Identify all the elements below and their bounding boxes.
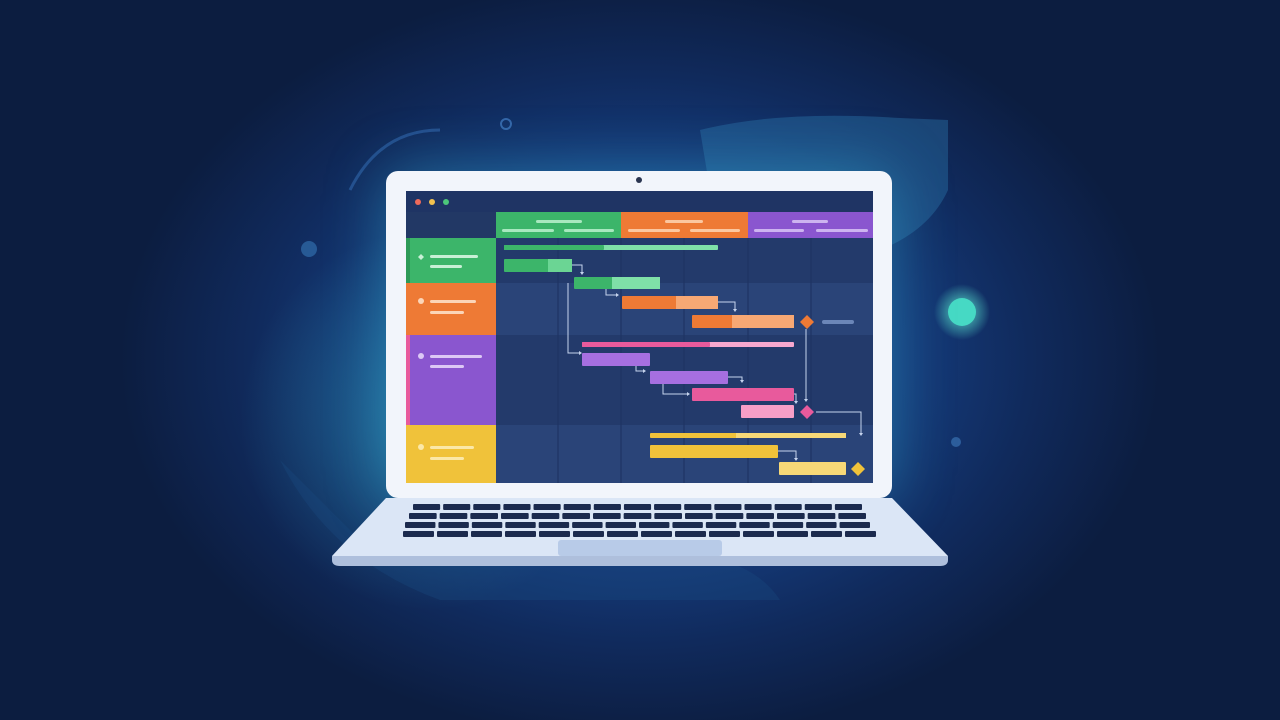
task-bar-purple-1 [582, 353, 650, 366]
laptop-screen [406, 191, 873, 483]
diamond-milestone-icon [418, 254, 424, 260]
task-bar-yellow-2 [779, 462, 846, 475]
task-bar-pink-1 [692, 388, 794, 401]
small-dot-1 [500, 118, 512, 130]
diamond-milestone-icon [800, 315, 814, 329]
maximize-dot [443, 199, 449, 205]
dependency-arrow-icon [567, 264, 862, 459]
row-label-yellow [406, 425, 496, 483]
minimize-dot [429, 199, 435, 205]
small-dot-3 [951, 437, 961, 447]
task-bar-yellow-1 [650, 445, 778, 458]
row-label-purple [406, 335, 496, 425]
diamond-milestone-icon [800, 405, 814, 419]
task-bar-purple-2 [650, 371, 728, 384]
small-dot-2 [301, 241, 317, 257]
header-corner [406, 212, 496, 238]
header-orange [621, 212, 748, 238]
glow-dot-right-core [948, 298, 976, 326]
task-bar-pink-2 [741, 405, 794, 418]
diamond-milestone-icon [851, 462, 865, 476]
arrowheads [579, 272, 863, 461]
close-dot [415, 199, 421, 205]
header-purple [748, 212, 873, 238]
window-titlebar [406, 191, 873, 212]
row-label-green [406, 238, 496, 283]
gantt-chart [406, 191, 873, 483]
row-label-orange [406, 283, 496, 335]
webcam-icon [636, 177, 642, 183]
bg-ring-arc [348, 128, 441, 191]
header-green [496, 212, 621, 238]
